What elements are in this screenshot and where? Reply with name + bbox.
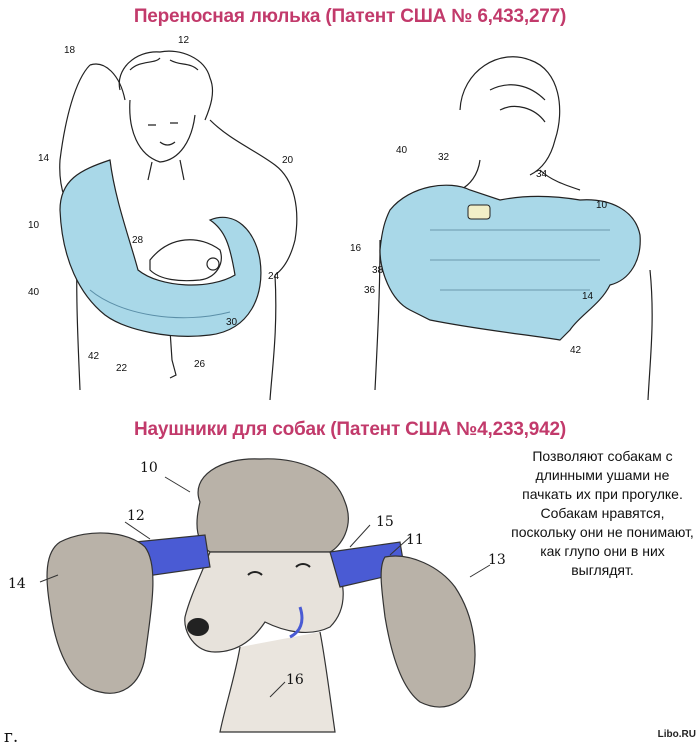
sling-back <box>379 184 641 341</box>
label-front-10: 10 <box>28 220 40 231</box>
label-dog-13: 13 <box>488 552 506 568</box>
label-back-32: 32 <box>438 152 450 163</box>
caption-text: Позволяют собакам с длинными ушами не па… <box>511 448 694 578</box>
label-back-16: 16 <box>350 243 362 254</box>
label-front-26: 26 <box>194 359 206 370</box>
label-dog-14: 14 <box>8 576 26 592</box>
front-view-illustration <box>59 50 298 401</box>
label-dog-15: 15 <box>376 514 394 530</box>
figure-dog: 10 12 15 11 14 13 16 <box>0 447 506 737</box>
label-dog-12: 12 <box>127 508 145 524</box>
back-view-illustration <box>374 56 653 401</box>
label-front-40: 40 <box>28 287 40 298</box>
label-back-38: 38 <box>372 265 384 276</box>
label-back-40: 40 <box>396 145 408 156</box>
label-back-10: 10 <box>596 200 608 211</box>
label-back-36: 36 <box>364 285 376 296</box>
label-dog-11: 11 <box>406 532 424 548</box>
figure-front-view: 12 18 14 20 10 28 40 24 30 42 22 26 <box>20 30 340 415</box>
label-back-14: 14 <box>582 291 594 302</box>
label-front-20: 20 <box>282 155 294 166</box>
label-front-30: 30 <box>226 317 238 328</box>
label-front-14: 14 <box>38 153 50 164</box>
sling-front <box>59 159 262 337</box>
label-front-28: 28 <box>132 235 144 246</box>
label-dog-16: 16 <box>286 672 304 688</box>
label-front-12: 12 <box>178 35 190 46</box>
corner-mark: г. <box>4 727 19 747</box>
title-sling-patent: Переносная люлька (Патент США № 6,433,27… <box>133 6 567 27</box>
label-back-34: 34 <box>536 169 548 180</box>
label-front-22: 22 <box>116 363 128 374</box>
watermark: Libo.RU <box>657 729 696 740</box>
label-back-42: 42 <box>570 345 582 356</box>
dog-illustration <box>39 458 491 733</box>
label-front-24: 24 <box>268 271 280 282</box>
label-front-42: 42 <box>88 351 100 362</box>
figure-back-view: 40 32 34 10 16 38 36 14 42 <box>350 30 690 415</box>
label-dog-10: 10 <box>140 460 158 476</box>
label-front-18: 18 <box>64 45 76 56</box>
title-dog-earmuffs-patent: Наушники для собак (Патент США №4,233,94… <box>133 419 566 440</box>
